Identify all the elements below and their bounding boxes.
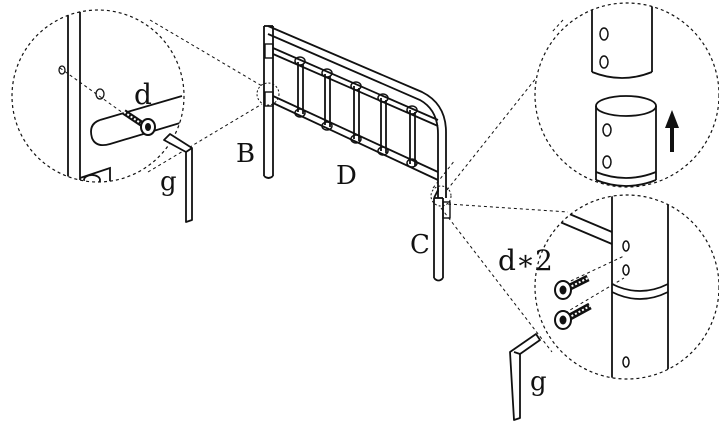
detail-circle-right-bottom bbox=[534, 194, 719, 380]
bolt-icon bbox=[122, 109, 156, 136]
top-rail bbox=[264, 25, 447, 192]
slat-joints bbox=[294, 56, 418, 168]
detail-marker-left bbox=[256, 82, 280, 106]
label-wrench-right: g bbox=[530, 367, 547, 397]
label-bolt-d-right: d∗2 bbox=[498, 244, 553, 277]
headboard-frame bbox=[263, 25, 451, 282]
detail-circle-left bbox=[11, 9, 185, 183]
allen-key-icon bbox=[163, 133, 193, 223]
left-joint bbox=[264, 43, 274, 107]
label-part-d: D bbox=[336, 161, 357, 191]
leader-lines bbox=[147, 19, 569, 353]
allen-key-icon bbox=[509, 333, 541, 421]
label-part-c: C bbox=[410, 230, 430, 260]
right-post bbox=[433, 188, 451, 282]
arrow-up-icon bbox=[665, 110, 679, 152]
slats bbox=[297, 62, 416, 166]
label-part-b: B bbox=[236, 139, 255, 169]
label-wrench-left: g bbox=[160, 167, 177, 197]
bolt-icon bbox=[554, 302, 592, 330]
bolt-icon bbox=[554, 274, 590, 300]
label-bolt-d-left: d bbox=[134, 78, 152, 111]
detail-marker-right bbox=[430, 185, 452, 207]
left-post bbox=[263, 26, 274, 179]
detail-circle-right-top bbox=[534, 2, 719, 188]
